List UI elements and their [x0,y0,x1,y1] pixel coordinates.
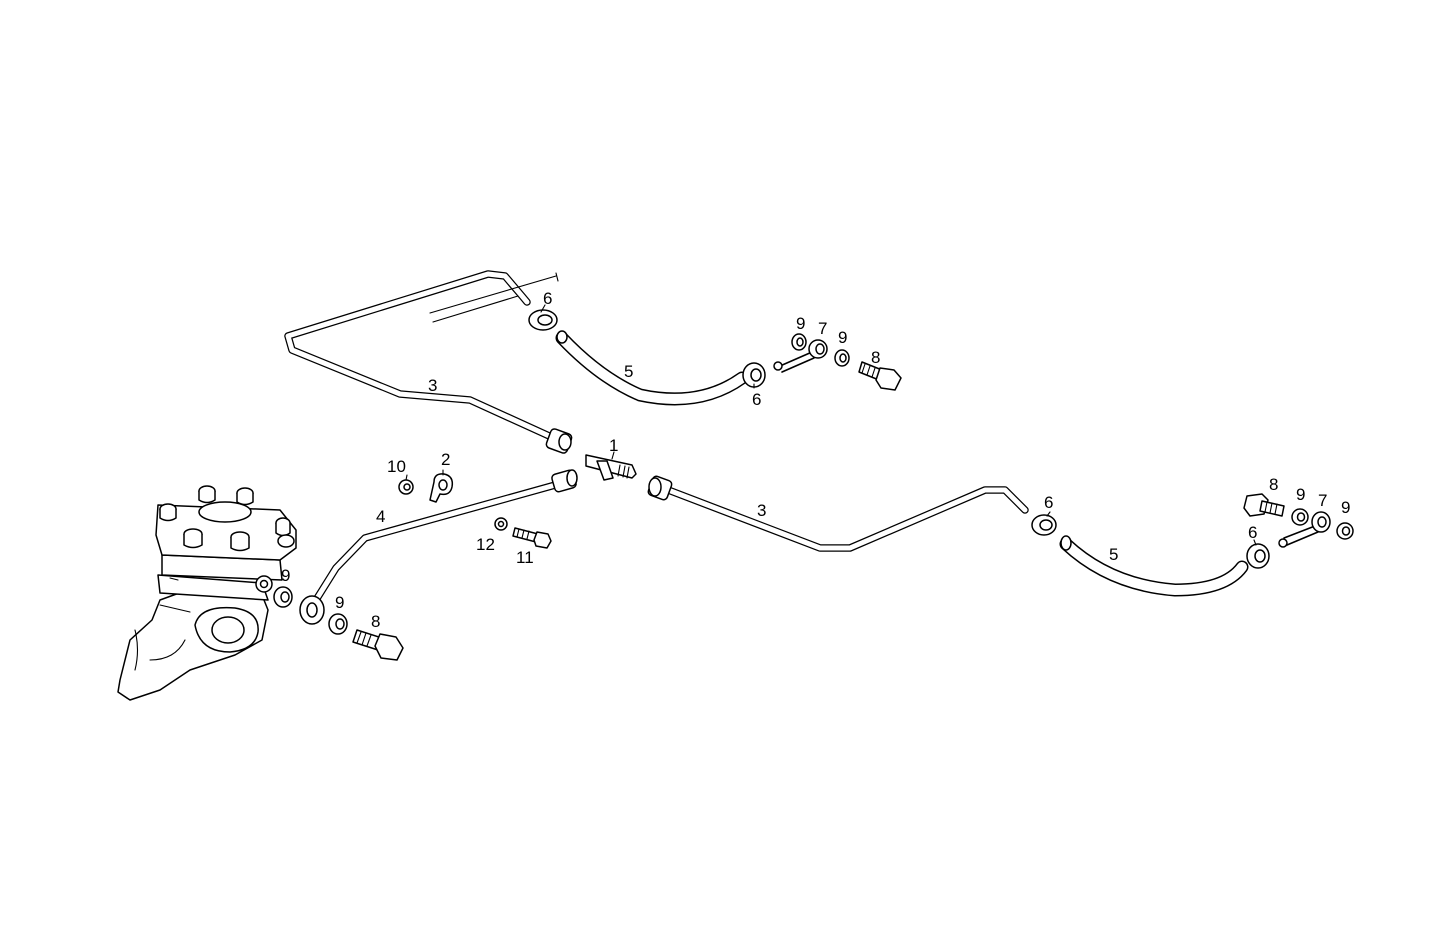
hose-clamp-6-upper-right [742,362,766,388]
hose-clamp-6-lower-left [1031,514,1057,536]
banjo-bolt-8-lower-right [1243,493,1285,517]
callout-8-upper: 8 [871,348,880,367]
washer-9-lower-right-b [1336,522,1354,540]
washer-12 [494,517,508,531]
callout-6-lower-right: 6 [1248,523,1257,542]
hose-5-lower [1059,535,1249,597]
screw-11 [512,527,552,549]
washer-9-pump-a [273,586,293,608]
callout-6-upper-right: 6 [752,390,761,409]
washer-9-upper-a [791,333,807,351]
tee-fitting-1 [585,454,637,481]
banjo-fitting-7-lower [1278,511,1331,548]
callout-7-lower: 7 [1318,491,1327,510]
pipe-4 [299,469,578,625]
callout-8-lower-right: 8 [1269,475,1278,494]
callout-11: 11 [516,548,534,567]
callout-3-upper: 3 [428,376,437,395]
pump-housing [117,485,297,701]
callout-labels: 6 3 5 6 9 7 9 8 1 10 2 4 12 11 3 6 5 6 8… [281,289,1350,631]
callout-4: 4 [376,507,385,526]
callout-9-pump-b: 9 [335,593,344,612]
pipe-3-lower [647,475,1029,552]
pipe-3-upper-nut [545,428,573,454]
callout-6-upper-left: 6 [543,289,552,308]
callout-5-upper: 5 [624,362,633,381]
callout-9-pump-a: 9 [281,566,290,585]
callout-7-upper: 7 [818,319,827,338]
banjo-bolt-8-pump [352,629,404,661]
callout-9-upper-a: 9 [796,314,805,333]
callout-5-lower: 5 [1109,545,1118,564]
hose-clamp-6-lower-right [1246,543,1270,569]
callout-8-lower-left: 8 [371,612,380,631]
callout-2: 2 [441,450,450,469]
washer-9-upper-b [834,349,850,367]
callout-3-lower: 3 [757,501,766,520]
banjo-bolt-8-upper [858,361,902,391]
callout-9-lower-right-b: 9 [1341,498,1350,517]
washer-9-pump-b [328,613,348,635]
washer-9-lower-right-a [1291,508,1309,526]
callout-6-lower-left: 6 [1044,493,1053,512]
hose-5-upper [555,330,749,406]
callout-10: 10 [387,457,406,476]
callout-9-lower-right-a: 9 [1296,485,1305,504]
banjo-fitting-7-upper [773,339,828,373]
callout-leaders [405,304,1257,546]
clip-2 [429,473,454,503]
callout-1: 1 [609,436,618,455]
pipe-3-upper [284,270,562,444]
callout-9-upper-b: 9 [838,328,847,347]
nut-10 [398,479,414,495]
hose-clamp-6-upper-left [528,309,558,331]
callout-12: 12 [476,535,495,554]
